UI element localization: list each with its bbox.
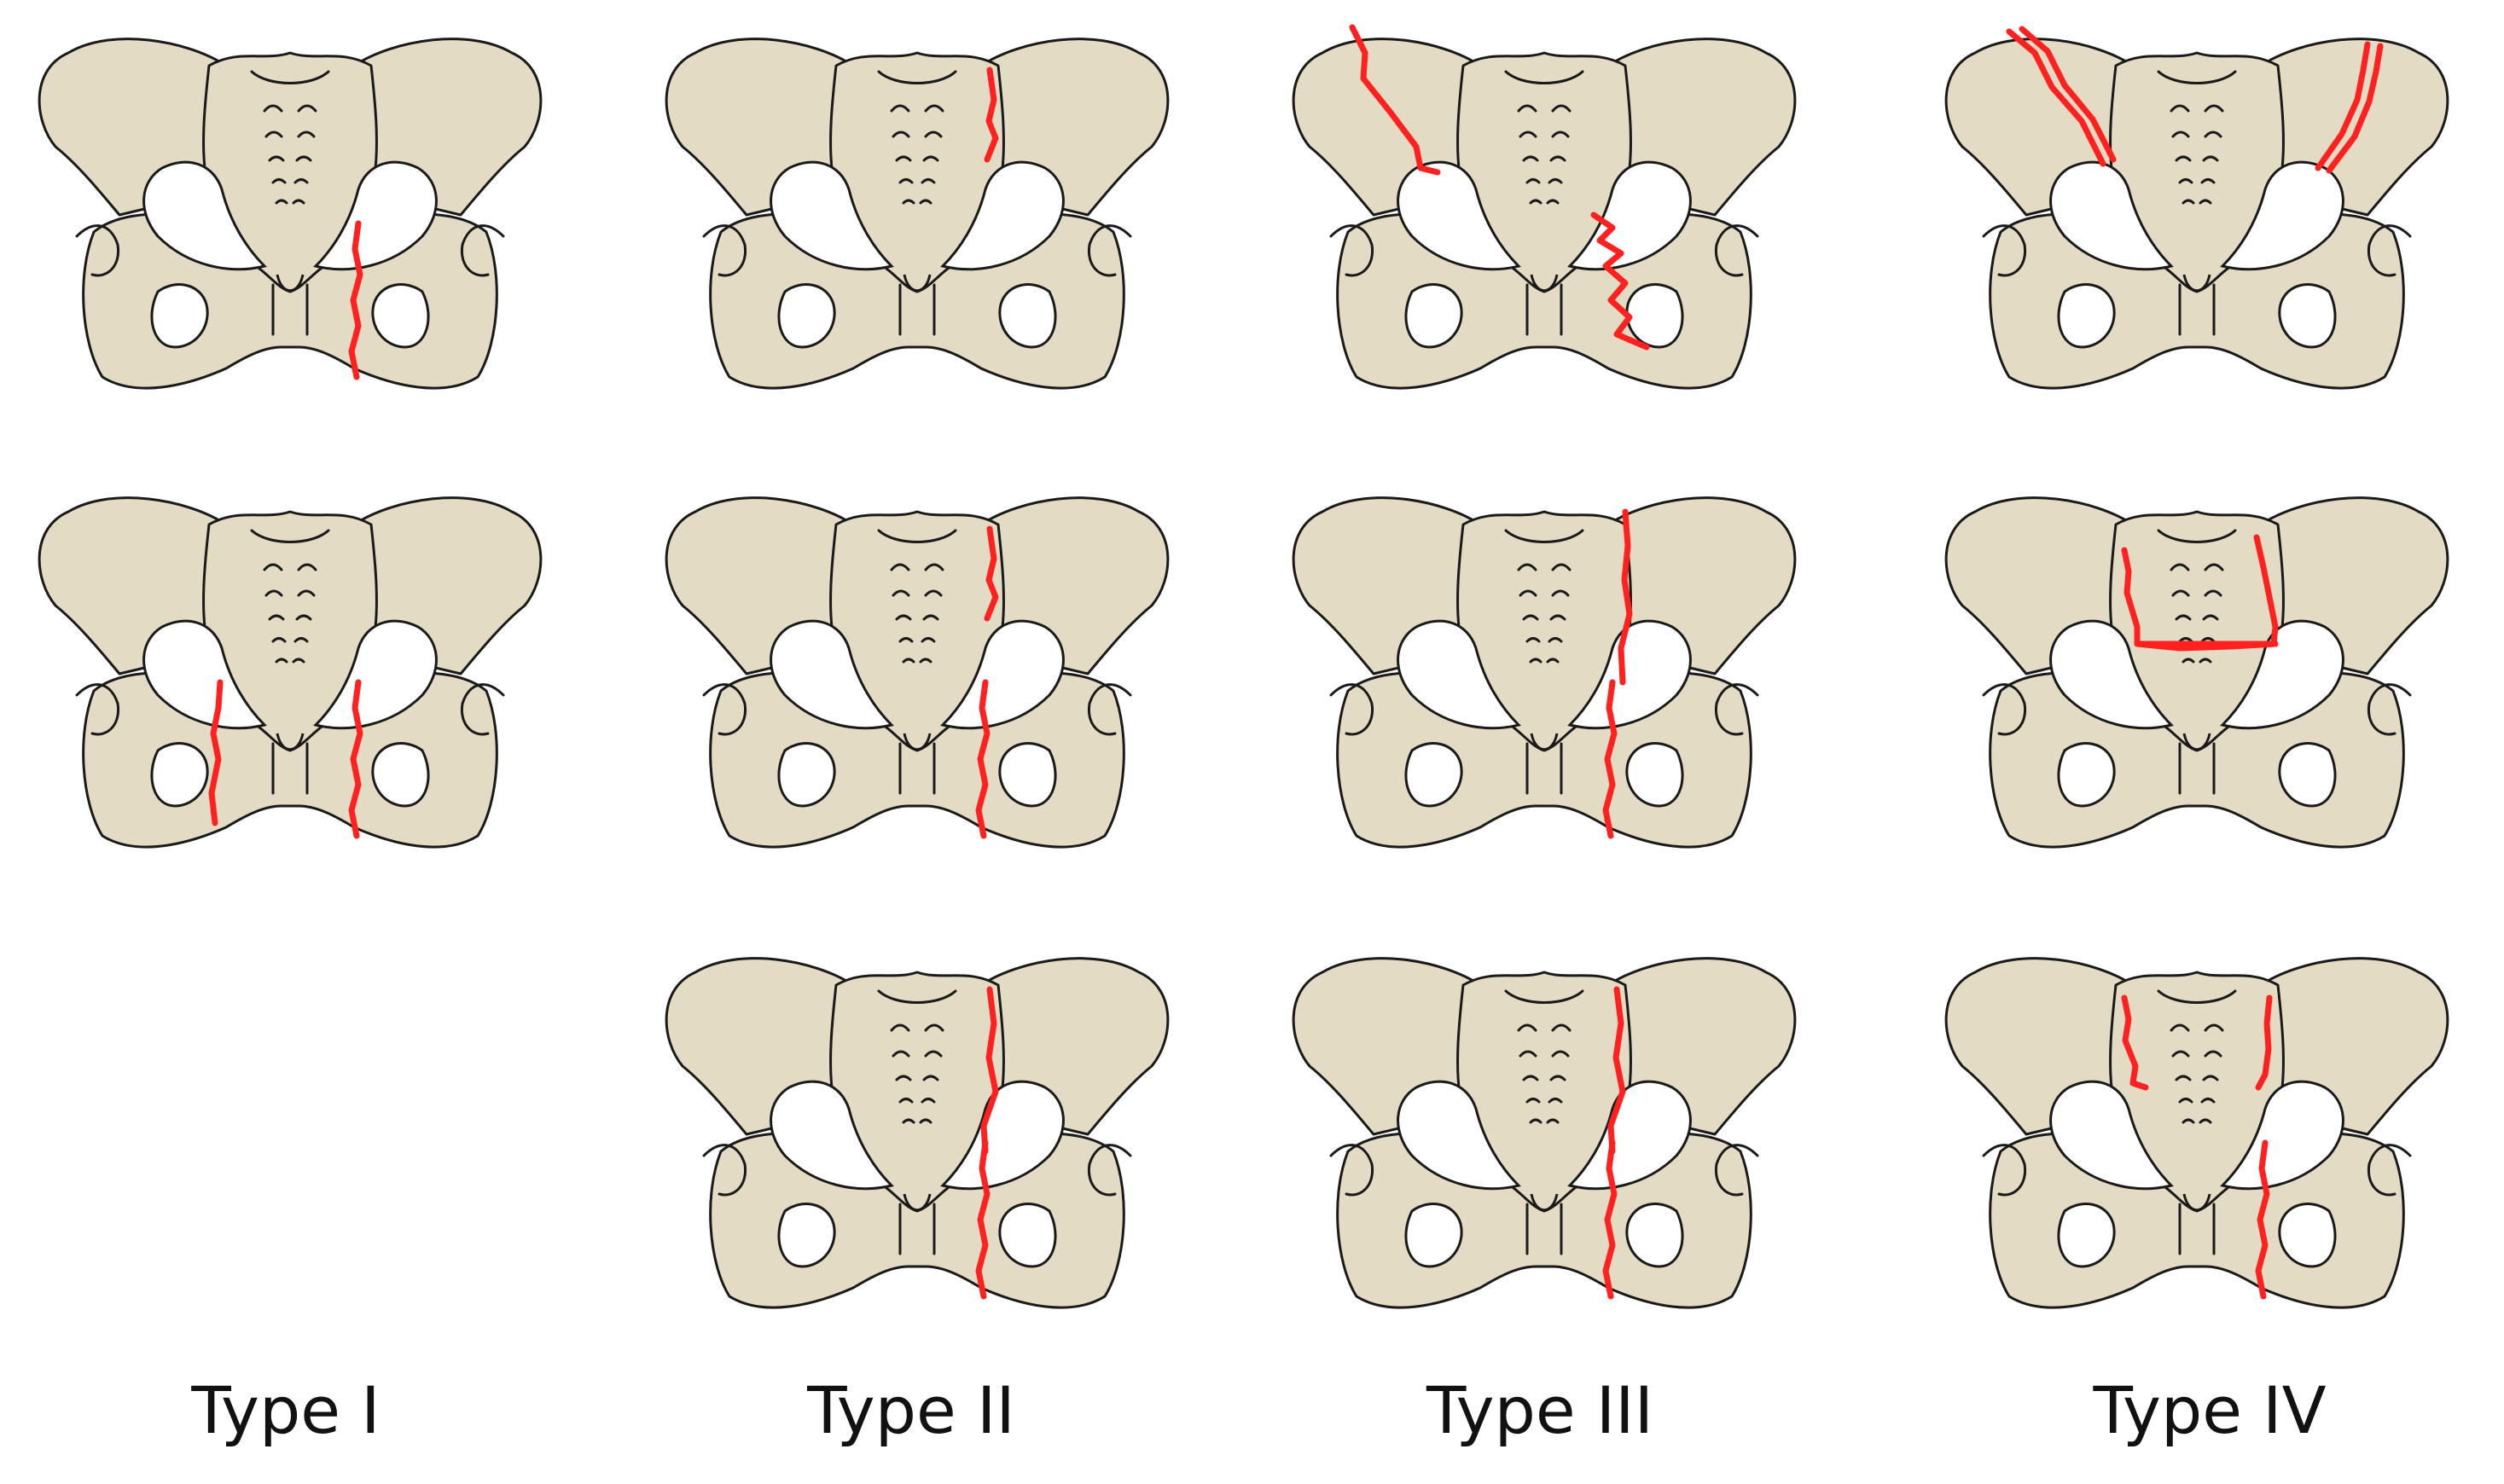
column-label-type-3: Type III bbox=[1426, 1372, 1653, 1448]
column-label-type-2: Type II bbox=[806, 1372, 1015, 1448]
pelvis-illustration bbox=[1944, 496, 2449, 849]
pelvis-illustration bbox=[1944, 957, 2449, 1309]
pelvis-panel-r1-c2 bbox=[1292, 496, 1797, 849]
pelvis-panel-r0-c0 bbox=[38, 38, 543, 390]
pelvis-illustration bbox=[665, 38, 1170, 390]
pelvis-panel-r2-c3 bbox=[1944, 957, 2449, 1309]
pelvis-panel-r1-c0 bbox=[38, 496, 543, 849]
pelvis-panel-r0-c2 bbox=[1292, 27, 1797, 390]
pelvis-illustration bbox=[1292, 496, 1797, 849]
pelvis-illustration bbox=[1292, 957, 1797, 1309]
column-label-type-1: Type I bbox=[190, 1372, 380, 1448]
pelvis-panel-r2-c1 bbox=[665, 957, 1170, 1309]
pelvis-panel-r2-c2 bbox=[1292, 957, 1797, 1309]
pelvis-panel-r0-c1 bbox=[665, 38, 1170, 390]
pelvis-illustration bbox=[38, 38, 543, 390]
pelvis-panel-r1-c1 bbox=[665, 496, 1170, 849]
pelvis-illustration bbox=[665, 496, 1170, 849]
pelvis-illustration bbox=[665, 957, 1170, 1309]
panels-layer bbox=[38, 27, 2449, 1309]
column-label-type-4: Type IV bbox=[2092, 1372, 2326, 1448]
pelvis-panel-r0-c3 bbox=[1944, 29, 2449, 390]
pelvis-illustration bbox=[1292, 38, 1797, 390]
pelvis-illustration bbox=[38, 496, 543, 849]
pelvis-panel-r1-c3 bbox=[1944, 496, 2449, 849]
